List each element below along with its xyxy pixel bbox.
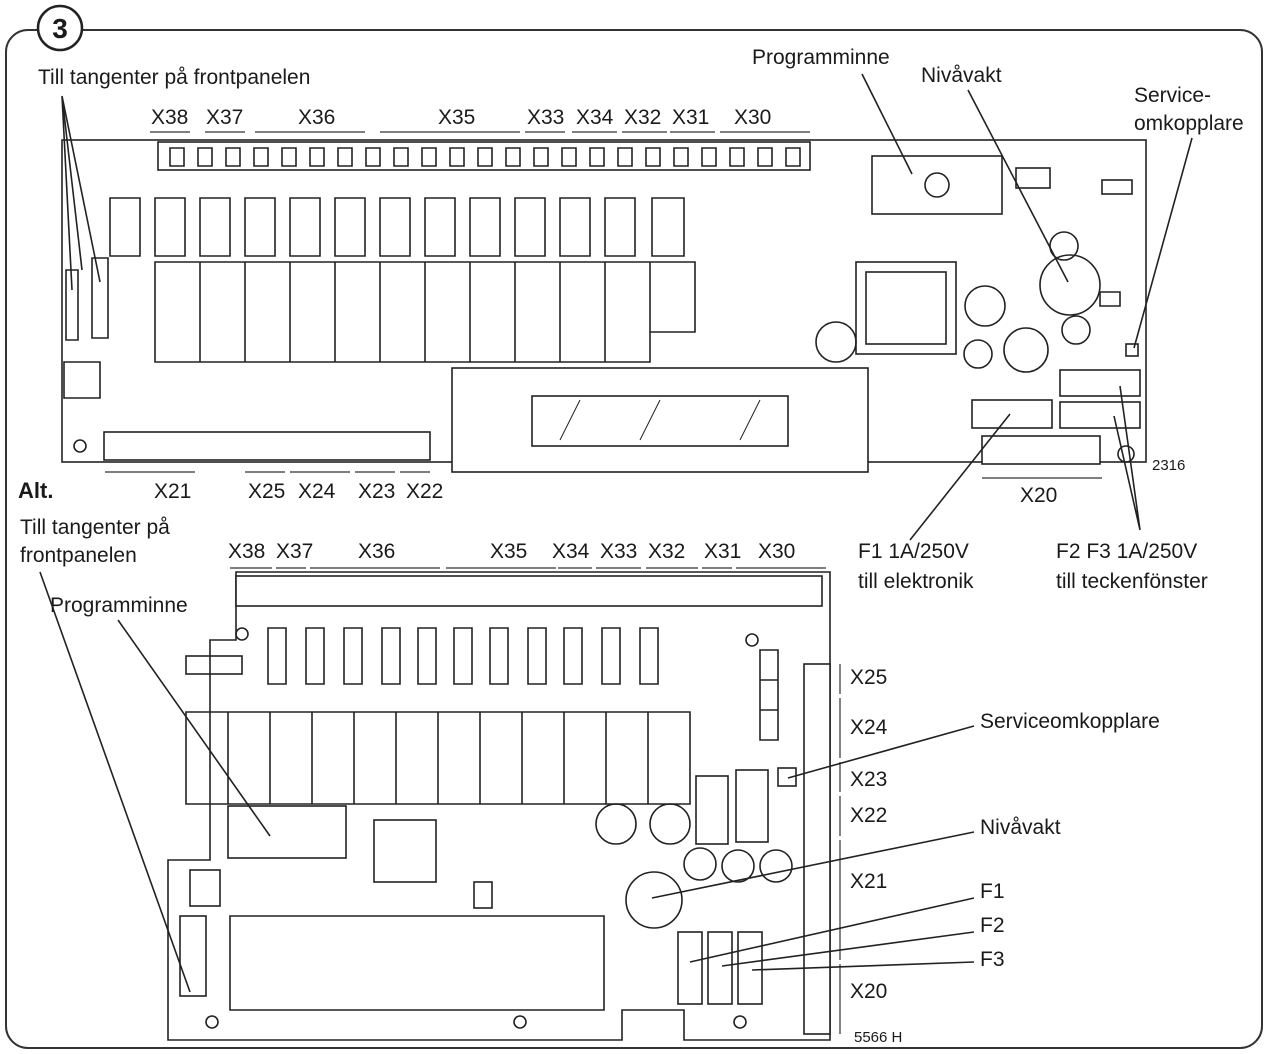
alt-top-connector-strip — [235, 575, 823, 607]
alt-leader-lines — [39, 571, 975, 993]
top-x20-connector — [981, 435, 1101, 465]
alt-label-x35: X35 — [490, 540, 527, 563]
top-label-x33: X33 — [527, 106, 564, 129]
top-label-x31: X31 — [672, 106, 709, 129]
top-label-programminne: Programminne — [752, 46, 890, 69]
alt-label-nivavakt: Nivåvakt — [980, 816, 1061, 839]
top-label-x21: X21 — [154, 480, 191, 503]
top-label-service-2: omkopplare — [1134, 112, 1244, 135]
alt-figure-code: 5566 H — [854, 1029, 902, 1046]
top-label-f23-line1: F2 F3 1A/250V — [1056, 540, 1197, 563]
alt-label-x24: X24 — [850, 716, 888, 739]
left-connector-a — [65, 269, 79, 341]
top-label-x30: X30 — [734, 106, 771, 129]
alt-label-x25: X25 — [850, 666, 887, 689]
alt-label-f1: F1 — [980, 880, 1005, 903]
alt-label-x31: X31 — [704, 540, 741, 563]
top-label-service-1: Service- — [1134, 84, 1211, 107]
top-circuit-board — [61, 139, 1147, 473]
top-label-frontpanel: Till tangenter på frontpanelen — [38, 66, 310, 89]
alt-level-sensor — [625, 871, 683, 929]
relay-row-lower — [154, 261, 696, 363]
alt-label-service: Serviceomkopplare — [980, 710, 1160, 733]
alt-fuse-f2 — [707, 931, 733, 1005]
left-connector-b — [91, 257, 109, 339]
alt-right-connector-strip — [803, 663, 831, 1035]
top-level-sensor — [1039, 254, 1101, 316]
alt-circuit-board — [167, 571, 831, 1041]
top-connector-labels: X38 X37 X36 X35 X33 X34 X32 X31 X30 — [151, 106, 771, 129]
alt-label-x20: X20 — [850, 980, 887, 1003]
top-connector-strip — [157, 141, 811, 171]
alt-label-f3: F3 — [980, 948, 1005, 971]
top-label-f1-line2: till elektronik — [858, 570, 974, 593]
top-fuse-f1 — [971, 399, 1053, 429]
top-label-x38: X38 — [151, 106, 188, 129]
top-fuse-f2 — [1059, 369, 1141, 397]
alt-connector-labels: X38 X37 X36 X35 X34 X33 X32 X31 X30 — [228, 540, 795, 563]
alt-label-x22: X22 — [850, 804, 887, 827]
top-label-x36: X36 — [298, 106, 335, 129]
top-label-x32: X32 — [624, 106, 661, 129]
alt-label-x30: X30 — [758, 540, 795, 563]
top-label-x37: X37 — [206, 106, 243, 129]
alt-label-f2: F2 — [980, 914, 1005, 937]
top-label-x34: X34 — [576, 106, 614, 129]
top-label-x24: X24 — [298, 480, 336, 503]
alt-label-x32: X32 — [648, 540, 685, 563]
top-figure-code: 2316 — [1152, 457, 1185, 474]
alt-program-memory-chip — [227, 805, 347, 859]
top-label-f1-line1: F1 1A/250V — [858, 540, 969, 563]
outer-frame — [5, 29, 1263, 1049]
alt-right-labels: X25 X24 X23 X22 X21 X20 — [850, 666, 888, 1003]
top-program-memory-chip — [871, 155, 1003, 215]
alt-label: Alt. — [18, 478, 53, 503]
top-leader-lines — [61, 73, 1193, 541]
top-label-x22: X22 — [406, 480, 443, 503]
top-label-x23: X23 — [358, 480, 395, 503]
top-label-x25: X25 — [248, 480, 285, 503]
alt-label-frontpanel-1: Till tangenter på — [20, 516, 170, 539]
top-display-module — [451, 367, 869, 473]
top-bottom-connector-strip — [103, 431, 431, 461]
alt-label-x37: X37 — [276, 540, 313, 563]
top-connector-brackets — [105, 131, 1102, 479]
alt-connector-brackets — [230, 567, 841, 1034]
alt-label-x33: X33 — [600, 540, 637, 563]
alt-fuse-f1 — [677, 931, 703, 1005]
top-label-x20: X20 — [1020, 484, 1057, 507]
alt-label-x23: X23 — [850, 768, 887, 791]
alt-service-switch — [777, 767, 797, 787]
alt-label-x34: X34 — [552, 540, 590, 563]
top-label-x35: X35 — [438, 106, 475, 129]
top-service-switch — [1125, 343, 1139, 357]
alt-label-frontpanel-2: frontpanelen — [20, 544, 137, 567]
alt-label-programminne: Programminne — [50, 594, 188, 617]
alt-label-x21: X21 — [850, 870, 887, 893]
alt-fuse-f3 — [737, 931, 763, 1005]
top-fuse-f3 — [1059, 401, 1141, 429]
top-processor — [855, 261, 957, 355]
top-label-nivavakt: Nivåvakt — [921, 64, 1002, 87]
top-label-f23-line2: till teckenfönster — [1056, 570, 1208, 593]
step-badge — [36, 4, 84, 52]
left-connector-c — [63, 361, 101, 399]
step-number: 3 — [52, 13, 68, 44]
alt-label-x38: X38 — [228, 540, 265, 563]
alt-label-x36: X36 — [358, 540, 395, 563]
relay-row-upper — [109, 197, 685, 257]
